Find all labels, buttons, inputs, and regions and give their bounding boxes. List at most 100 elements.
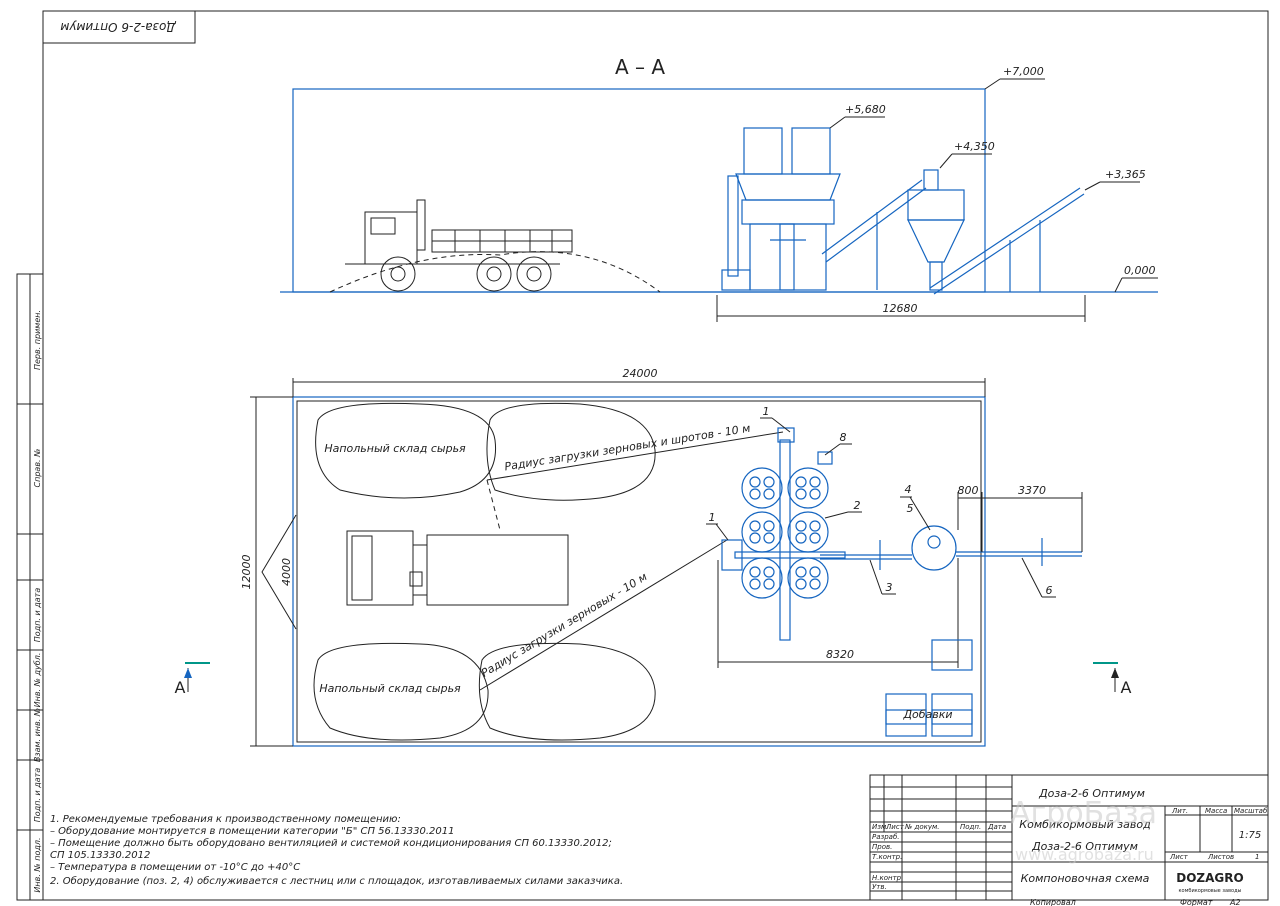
grain-pile — [329, 251, 661, 293]
section-title: А – А — [615, 55, 665, 79]
svg-text:1: 1 — [709, 511, 716, 524]
svg-text:Пров.: Пров. — [872, 843, 892, 851]
plant-name: Комбикормовый завод — [1019, 818, 1150, 831]
side-stamp-5: Взам. инв. № — [33, 708, 42, 762]
svg-text:АгроБаза: АгроБаза — [1010, 796, 1157, 831]
svg-text:4000: 4000 — [280, 558, 293, 586]
svg-text:Лист: Лист — [885, 823, 905, 831]
svg-text:Дата: Дата — [987, 823, 1006, 831]
level-marks: +7,000 +5,680 +4,350 +3,365 0,000 — [829, 65, 1158, 293]
storage-top: Напольный склад сырья — [315, 402, 656, 501]
side-stamp-4: Инв. № дубл. — [33, 653, 42, 708]
level-7000: +7,000 — [1003, 65, 1044, 78]
truck-side-icon — [345, 199, 573, 292]
svg-text:1: 1 — [763, 405, 770, 418]
building-plan — [292, 396, 986, 747]
svg-text:800: 800 — [958, 484, 979, 497]
radius-text-top: Радиус загрузки зерновых и шротов - 10 м — [504, 422, 752, 474]
section-mark-left: А — [175, 662, 210, 697]
storage-label-top: Напольный склад сырья — [324, 442, 466, 455]
svg-text:№ докум.: № докум. — [904, 823, 940, 831]
svg-text:Подп.: Подп. — [960, 823, 981, 831]
plant-equipment-icon — [721, 127, 1085, 295]
svg-text:3: 3 — [886, 581, 893, 594]
side-stamp: Перв. примен. Справ. № Подп. и дата Инв.… — [16, 273, 44, 901]
side-stamp-3: Подп. и дата — [33, 588, 42, 643]
svg-text:6: 6 — [1046, 584, 1053, 597]
logo-sub: комбикормовые заводы — [1179, 888, 1242, 894]
svg-text:Копировал: Копировал — [1030, 898, 1076, 906]
svg-text:www.agrobaza.ru: www.agrobaza.ru — [1015, 845, 1154, 864]
note-6: 2. Оборудование (поз. 2, 4) обслуживаетс… — [50, 875, 623, 887]
top-stamp: Доза-2-6 Оптимум — [42, 10, 196, 44]
dim-800-3370: 800 3370 — [957, 484, 1083, 552]
svg-text:8: 8 — [840, 431, 847, 444]
logo: DOZAGRO — [1176, 871, 1243, 885]
side-stamp-1: Перв. примен. — [33, 310, 42, 370]
svg-text:Утв.: Утв. — [872, 883, 887, 891]
additives-label: Добавки — [902, 708, 952, 721]
top-stamp-text: Доза-2-6 Оптимум — [60, 20, 176, 34]
svg-text:3370: 3370 — [1018, 484, 1046, 497]
svg-text:8320: 8320 — [826, 648, 854, 661]
note-1: 1. Рекомендуемые требования к производст… — [50, 813, 401, 825]
storage-bottom: Напольный склад сырья — [313, 642, 656, 741]
building-section — [292, 88, 986, 293]
side-stamp-6: Подп. и дата — [33, 768, 42, 823]
level-5680: +5,680 — [845, 103, 886, 116]
svg-text:1: 1 — [1255, 853, 1259, 861]
title-block: Изм. Лист № докум. Подп. Дата Разраб. Пр… — [869, 774, 1269, 906]
dim-24000: 24000 — [292, 367, 986, 397]
dim-8320: 8320 — [717, 558, 959, 668]
svg-text:Листов: Листов — [1207, 853, 1234, 861]
svg-text:Формат: Формат — [1180, 898, 1213, 906]
svg-text:Лит.: Лит. — [1171, 807, 1188, 815]
section-mark-right: А — [1093, 662, 1132, 697]
position-labels: 1 8 2 1 3 4 5 6 — [706, 405, 1056, 598]
svg-text:А2: А2 — [1229, 898, 1241, 906]
svg-text:24000: 24000 — [623, 367, 658, 380]
plan-view: 24000 12000 4000 Напольный склад сырья Н… — [175, 367, 1132, 747]
side-stamp-2: Справ. № — [33, 449, 42, 488]
svg-text:Масса: Масса — [1205, 807, 1227, 815]
level-4350: +4,350 — [954, 140, 995, 153]
doc-code: Доза-2-6 Оптимум — [1038, 787, 1145, 800]
radius-line-bottom — [479, 539, 728, 691]
scale-value: 1:75 — [1239, 830, 1261, 841]
side-stamp-7: Инв. № подл. — [33, 837, 42, 892]
dim-12000: 12000 — [240, 396, 293, 747]
radius-line-top — [486, 431, 784, 481]
truck-plan-icon — [346, 530, 569, 606]
level-3365: +3,365 — [1105, 168, 1146, 181]
level-0000: 0,000 — [1124, 264, 1156, 277]
svg-text:5: 5 — [907, 502, 914, 515]
svg-text:Изм.: Изм. — [872, 823, 888, 831]
svg-text:А: А — [175, 678, 186, 697]
note-3: – Помещение должно быть оборудовано вент… — [50, 837, 612, 849]
svg-text:Лист: Лист — [1169, 853, 1189, 861]
watermark: АгроБаза www.agrobaza.ru — [1010, 796, 1157, 864]
additives-icon: Добавки — [885, 639, 973, 737]
svg-text:Т.контр.: Т.контр. — [872, 853, 902, 861]
dim-12680: 12680 — [716, 295, 1086, 322]
svg-text:4: 4 — [905, 483, 912, 496]
svg-text:А: А — [1121, 678, 1132, 697]
svg-text:Разраб.: Разраб. — [872, 833, 900, 841]
svg-text:12000: 12000 — [240, 555, 253, 590]
svg-text:12680: 12680 — [883, 302, 918, 315]
product-name: Доза-2-6 Оптимум — [1031, 840, 1138, 853]
svg-text:2: 2 — [854, 499, 861, 512]
notes: 1. Рекомендуемые требования к производст… — [50, 813, 623, 887]
note-5: – Температура в помещении от -10°С до +4… — [50, 862, 300, 873]
dim-4000: 4000 — [261, 514, 297, 630]
mixer-plan-icon — [911, 525, 957, 571]
section-view: А – А — [280, 55, 1158, 322]
svg-text:Масштаб: Масштаб — [1234, 807, 1268, 815]
svg-text:Н.контр.: Н.контр. — [872, 874, 903, 882]
note-4: СП 105.13330.2012 — [50, 850, 150, 861]
radius-text-bottom: Радиус загрузки зерновых - 10 м — [479, 570, 650, 680]
plant-plan-icon — [721, 427, 846, 641]
note-2: – Оборудование монтируется в помещении к… — [50, 825, 455, 837]
storage-label-bottom: Напольный склад сырья — [319, 682, 461, 695]
